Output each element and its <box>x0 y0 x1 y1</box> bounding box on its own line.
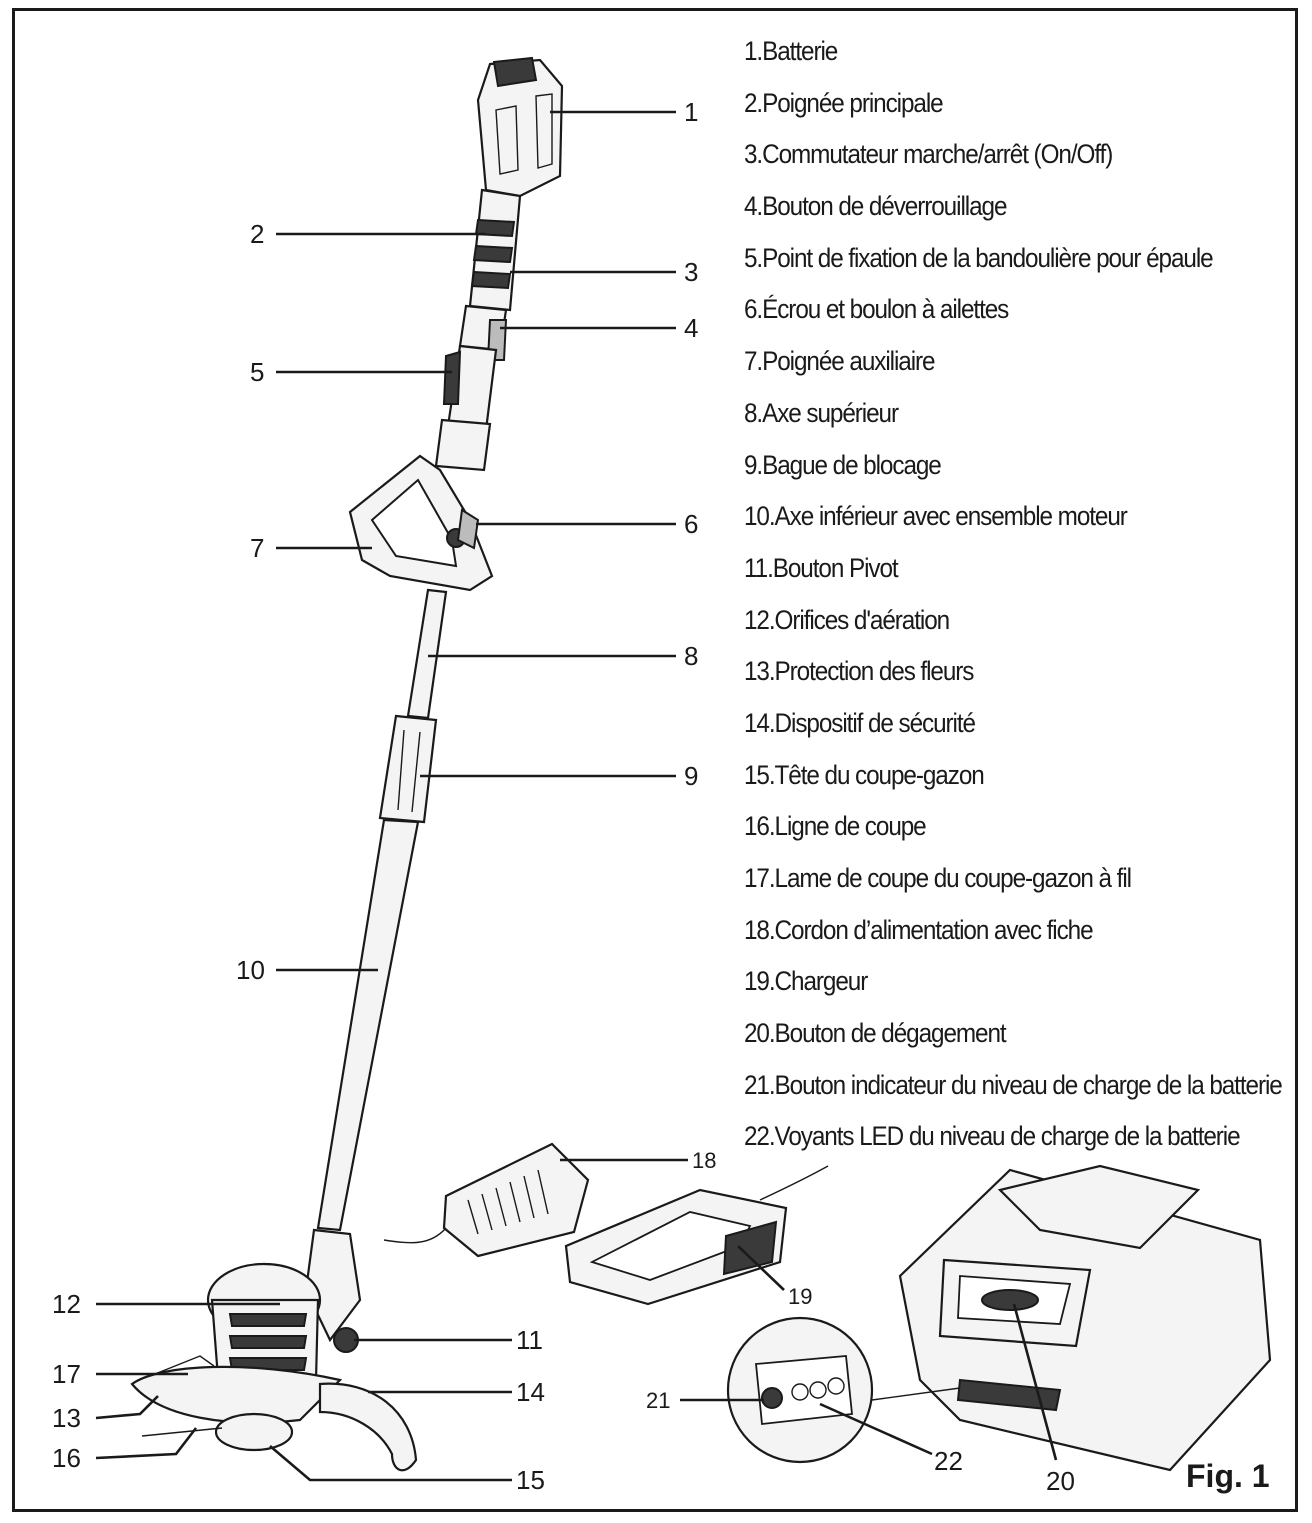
battery-top-illustration <box>476 56 564 198</box>
legend-item: 20.Bouton de dégagement <box>744 1018 1007 1049</box>
legend-item: 3.Commutateur marche/arrêt (On/Off) <box>744 139 1113 170</box>
callout-17: 17 <box>52 1359 81 1389</box>
callout-1: 1 <box>684 97 699 127</box>
callout-3: 3 <box>684 257 699 287</box>
callout-16: 16 <box>52 1443 81 1473</box>
auxiliary-handle-illustration <box>348 454 494 592</box>
legend-item: 11.Bouton Pivot <box>744 552 899 583</box>
figure-label: Fig. 1 <box>1186 1458 1270 1494</box>
callout-6: 6 <box>684 509 699 539</box>
legend-item: 12.Orifices d'aération <box>744 604 950 635</box>
callout-12: 12 <box>52 1289 81 1319</box>
callout-13: 13 <box>52 1403 81 1433</box>
legend-item: 15.Tête du coupe-gazon <box>744 759 985 790</box>
charger-illustration <box>383 1142 829 1306</box>
callout-15: 15 <box>516 1465 545 1495</box>
leader-line-15 <box>269 1445 512 1482</box>
leader-lines <box>95 110 1058 1482</box>
leader-line-16 <box>95 1427 198 1460</box>
legend-item: 7.Poignée auxiliaire <box>744 346 936 377</box>
legend-item: 9.Bague de blocage <box>744 449 942 480</box>
callout-22: 22 <box>934 1446 963 1476</box>
legend-item: 17.Lame de coupe du coupe-gazon à fil <box>744 863 1132 893</box>
callout-5: 5 <box>250 357 265 387</box>
legend-item: 5.Point de fixation de la bandoulière po… <box>744 242 1214 273</box>
leader-line-22 <box>819 1402 933 1456</box>
callout-10: 10 <box>236 955 265 985</box>
callout-8: 8 <box>684 641 699 671</box>
callout-7: 7 <box>250 533 265 563</box>
callout-11: 11 <box>516 1325 543 1355</box>
battery-pack-illustration <box>898 1164 1272 1472</box>
parts-legend: 1.Batterie 2.Poignée principale 3.Commut… <box>744 28 1304 1165</box>
diagram-frame <box>12 8 1298 1512</box>
callout-4: 4 <box>684 313 699 343</box>
callout-14: 14 <box>516 1377 545 1407</box>
legend-item: 10.Axe inférieur avec ensemble moteur <box>744 501 1128 532</box>
legend-item: 16.Ligne de coupe <box>744 811 927 842</box>
legend-item: 19.Chargeur <box>744 966 868 997</box>
legend-item: 4.Bouton de déverrouillage <box>744 191 1007 222</box>
legend-item: 1.Batterie <box>744 36 838 66</box>
main-handle-illustration <box>434 188 522 472</box>
leader-line-13 <box>95 1395 159 1420</box>
callout-20: 20 <box>1046 1466 1075 1496</box>
callout-18: 18 <box>692 1148 717 1173</box>
leader-line-20 <box>1012 1303 1058 1461</box>
legend-item: 14.Dispositif de sécurité <box>744 707 976 738</box>
leader-line-19 <box>737 1245 785 1291</box>
legend-item: 13.Protection des fleurs <box>744 656 974 687</box>
legend-item: 6.Écrou et boulon à ailettes <box>744 294 1009 325</box>
legend-item: 22.Voyants LED du niveau de charge de la… <box>744 1121 1241 1152</box>
led-detail-illustration <box>726 1316 961 1464</box>
shaft-illustration <box>316 588 448 1232</box>
trimmer-illustration <box>130 56 564 1472</box>
callout-21: 21 <box>646 1388 671 1413</box>
motor-head-illustration <box>130 1228 418 1472</box>
legend-item: 21.Bouton indicateur du niveau de charge… <box>744 1069 1283 1100</box>
callout-2: 2 <box>250 219 265 249</box>
legend-item: 8.Axe supérieur <box>744 397 899 428</box>
legend-item: 2.Poignée principale <box>744 87 944 118</box>
callout-9: 9 <box>684 761 699 791</box>
callout-19: 19 <box>788 1284 813 1309</box>
legend-item: 18.Cordon d’alimentation avec fiche <box>744 914 1094 945</box>
